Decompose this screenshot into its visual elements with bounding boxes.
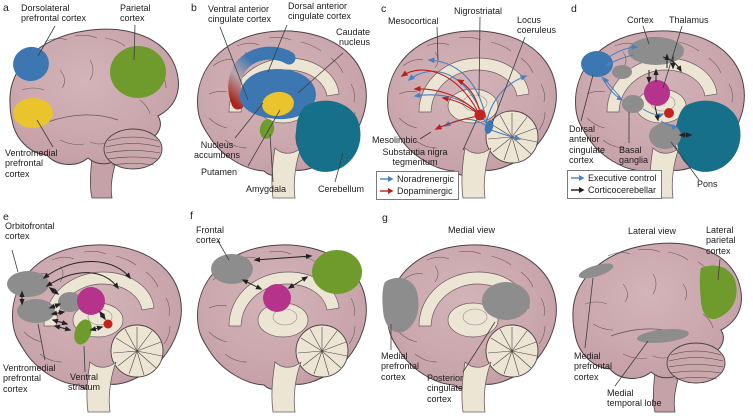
region-ventromedial-prefrontal-cortex: [13, 98, 53, 128]
region-amygdala: [259, 119, 275, 139]
label-medial-temporal-lobe: Medial temporal lobe: [607, 388, 662, 409]
panel-letter-e: e: [3, 211, 9, 223]
legend-corticocerebellar-label: Corticocerebellar: [588, 185, 657, 195]
panel-d-art: [575, 25, 745, 199]
dopaminergic-arrow-icon: [380, 188, 394, 194]
panel-g-lateral-art: [572, 242, 742, 413]
region-cerebellum-teal: [676, 100, 741, 172]
panel-c-art: [387, 16, 557, 199]
region-cingulate-gradient-band: [228, 46, 296, 110]
label-mesocortical: Mesocortical: [388, 16, 439, 26]
region-frontal-cortex: [211, 254, 253, 284]
label-parietal-cortex: Parietal cortex: [120, 3, 151, 24]
label-medial-prefrontal-lateral-view: Medial prefrontal cortex: [574, 351, 613, 382]
panel-letter-c: c: [381, 3, 387, 15]
label-caudate-nucleus: Caudate nucleus: [335, 27, 370, 48]
label-ventral-anterior-cingulate: Ventral anterior cingulate cortex: [208, 4, 272, 25]
legend-executive-control-label: Executive control: [588, 173, 657, 183]
label-nigrostriatal: Nigrostriatal: [454, 6, 503, 16]
region-dorsal-anterior-cingulate: [581, 51, 613, 77]
corticocerebellar-arrow-icon: [571, 187, 585, 193]
region-cortex-gray: [628, 37, 684, 65]
limbic-connection-arrows: [19, 261, 131, 332]
label-dorsal-anterior-cingulate-d: Dorsal anterior cingulate cortex: [569, 124, 606, 166]
label-ventromedial-prefrontal-e: Ventromedial prefrontal cortex: [3, 363, 56, 394]
label-medial-prefrontal-medial-view: Medial prefrontal cortex: [381, 351, 420, 382]
region-ventromedial-prefrontal: [17, 299, 55, 323]
label-frontal-cortex: Frontal cortex: [196, 225, 225, 246]
thalamocortical-arrows: [241, 253, 313, 290]
label-dorsolateral-prefrontal-cortex: Dorsolateral prefrontal cortex: [21, 3, 87, 24]
region-red-nucleus: [664, 108, 674, 118]
label-mesolimbic: Mesolimbic: [372, 135, 418, 145]
region-medial-prefrontal-sliver: [578, 263, 614, 279]
panel-e-art: [7, 244, 182, 413]
region-thalamus: [77, 287, 105, 315]
panel-b-art: [197, 24, 367, 199]
legend-dopaminergic-label: Dopaminergic: [397, 186, 453, 196]
region-cerebellum-teal: [296, 100, 361, 172]
label-pons: Pons: [697, 179, 718, 189]
label-substantia-nigra-tegmentum: Substantia nigra tegmentum: [382, 147, 448, 168]
noradrenergic-arrow-icon: [380, 176, 394, 182]
label-thalamus: Thalamus: [669, 15, 709, 25]
region-dorsolateral-prefrontal-cortex: [13, 46, 49, 82]
region-medial-prefrontal-cortex: [382, 277, 419, 333]
panel-g-medial-art: [382, 244, 557, 413]
executive-control-arrow-icon: [571, 175, 585, 181]
panel-a-art: [9, 24, 179, 199]
region-substantia-nigra: [474, 109, 486, 121]
label-locus-coeruleus: Locus coeruleus: [517, 15, 557, 36]
panel-f-art: [197, 240, 367, 413]
region-basal-ganglia: [622, 95, 644, 113]
corticocerebellar-arrows: [646, 53, 693, 138]
legend-neurotransmitter-pathways: Noradrenergic Dopaminergic: [376, 171, 460, 200]
label-basal-ganglia: Basal ganglia: [619, 145, 649, 166]
region-ventral-striatum: [74, 319, 92, 345]
panel-letter-f: f: [190, 210, 193, 222]
panel-letter-g: g: [382, 212, 388, 224]
region-thalamus: [644, 80, 670, 106]
legend-noradrenergic-label: Noradrenergic: [397, 174, 455, 184]
region-gray-mid: [58, 292, 82, 312]
label-dorsal-anterior-cingulate: Dorsal anterior cingulate cortex: [288, 1, 352, 22]
region-lateral-parietal-cortex: [699, 265, 737, 320]
region-parietal-cortex: [110, 46, 166, 98]
dopaminergic-pathways: [400, 69, 480, 130]
region-thalamus: [263, 284, 291, 312]
region-medial-temporal-lobe: [637, 328, 689, 344]
label-putamen: Putamen: [201, 167, 238, 177]
legend-control-pathways: Executive control Corticocerebellar: [567, 170, 662, 199]
region-posterior-cingulate-cortex: [482, 282, 530, 320]
label-posterior-cingulate-cortex: Posterior cingulate cortex: [427, 373, 464, 404]
panel-letter-d: d: [571, 3, 577, 15]
label-cortex: Cortex: [627, 15, 654, 25]
label-ventral-striatum: Ventral striatum: [67, 372, 100, 393]
label-orbitofrontal-cortex: Orbitofrontal cortex: [5, 221, 55, 242]
region-putamen: [262, 91, 294, 117]
region-red-nucleus: [103, 319, 113, 329]
label-amygdala: Amygdala: [246, 184, 287, 194]
executive-control-arrows: [600, 44, 679, 130]
region-orbitofrontal-cortex: [7, 271, 49, 297]
medial-view-title: Medial view: [448, 225, 496, 235]
region-locus-coeruleus: [484, 120, 494, 134]
panel-letter-a: a: [3, 2, 9, 14]
label-ventromedial-prefrontal-cortex: Ventromedial prefrontal cortex: [5, 148, 58, 179]
panel-letter-b: b: [191, 2, 197, 14]
label-lateral-parietal-cortex: Lateral parietal cortex: [706, 225, 736, 256]
label-cerebellum: Cerebellum: [318, 184, 365, 194]
label-nucleus-accumbens: Nucleus accumbens: [193, 140, 241, 161]
region-gray-small: [612, 65, 632, 79]
region-parietal-green: [312, 250, 362, 294]
lateral-view-title: Lateral view: [628, 226, 677, 236]
